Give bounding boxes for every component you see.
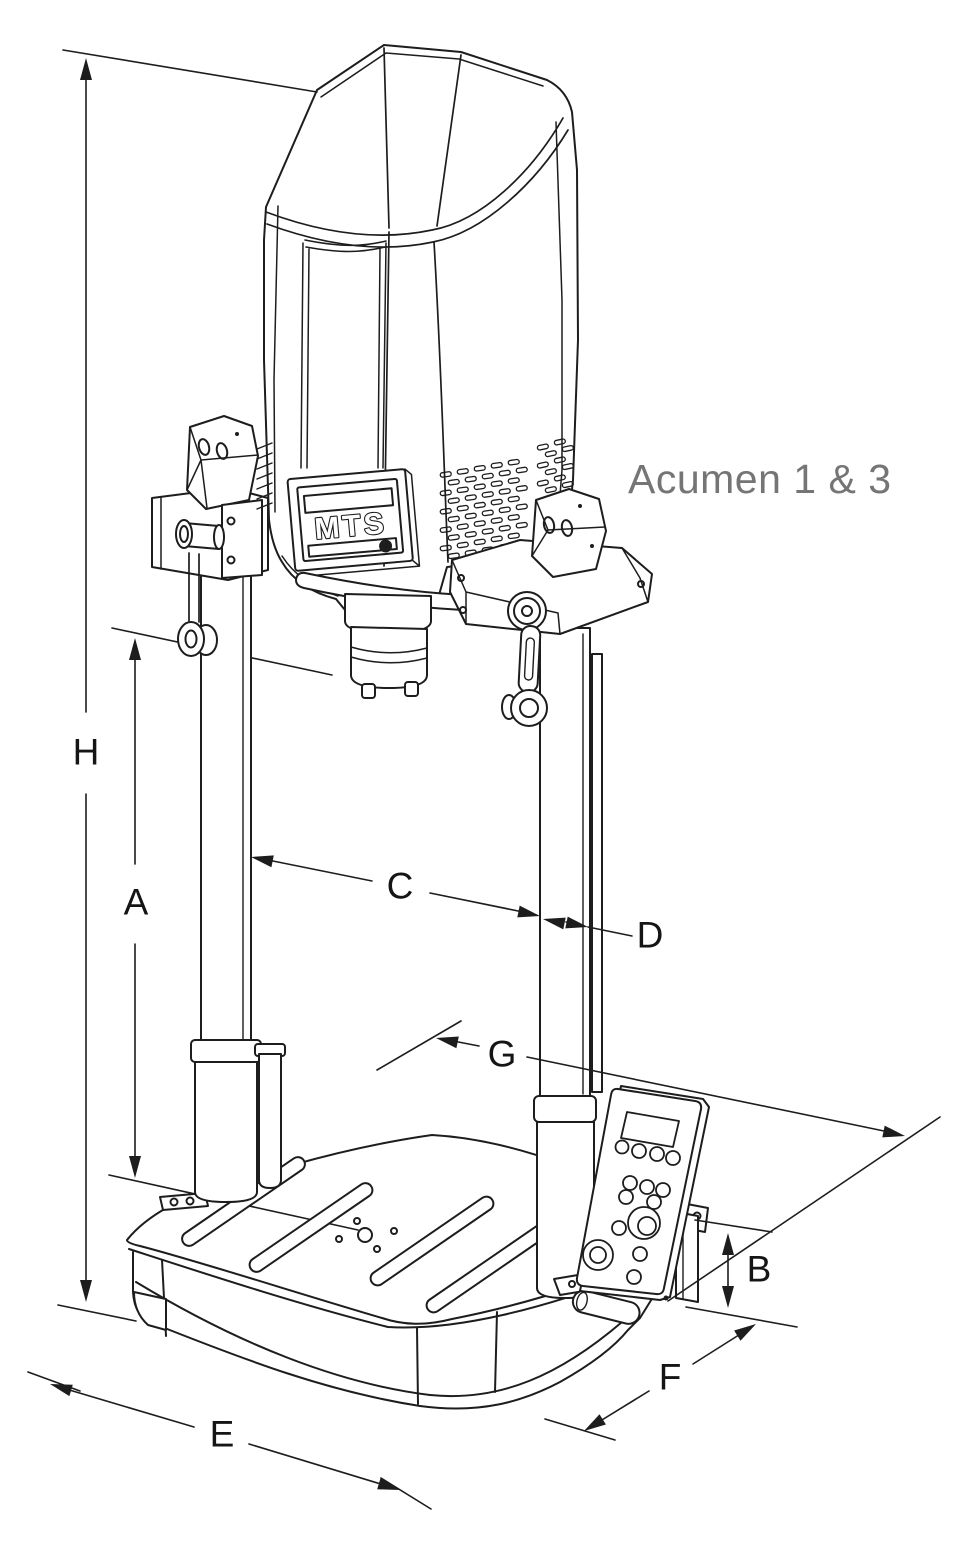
dim-label-g: G	[487, 1033, 517, 1075]
ext-line-h-bottom	[57, 1304, 137, 1322]
ext-line-b-bottom	[685, 1306, 798, 1328]
ext-line-g-right	[667, 1116, 941, 1302]
dim-line-c	[262, 858, 529, 914]
dim-label-e: E	[209, 1413, 235, 1455]
mts-badge: MTS	[286, 468, 421, 577]
right-column	[533, 627, 603, 1299]
dim-label-b: B	[746, 1248, 772, 1290]
dimension-arrowheads	[50, 58, 905, 1490]
left-clamp-assembly	[151, 415, 269, 657]
left-column	[190, 559, 286, 1203]
dim-line-f	[596, 1332, 743, 1424]
dim-label-h: H	[72, 731, 100, 773]
dim-label-a: A	[123, 881, 149, 923]
control-pendant	[553, 1085, 710, 1325]
ext-line-b-top	[694, 1219, 773, 1233]
ext-line-f-left	[544, 1418, 616, 1441]
vent-grille	[439, 458, 528, 560]
dim-line-e	[65, 1388, 385, 1486]
ext-line-h-top	[62, 49, 318, 93]
right-clamp-assembly	[449, 488, 653, 727]
ext-line-e-right	[380, 1477, 432, 1510]
dimension-lines	[27, 49, 941, 1510]
dim-label-c: C	[386, 865, 414, 907]
dim-label-f: F	[658, 1356, 682, 1398]
ext-line-g-left	[376, 1020, 462, 1071]
pendant-display	[620, 1111, 680, 1148]
ext-line-e-left	[27, 1371, 81, 1392]
knurl-ticks	[256, 442, 273, 510]
actuator-spindle	[344, 593, 432, 699]
product-note: Acumen 1 & 3	[628, 456, 892, 502]
dim-label-d: D	[636, 914, 664, 956]
